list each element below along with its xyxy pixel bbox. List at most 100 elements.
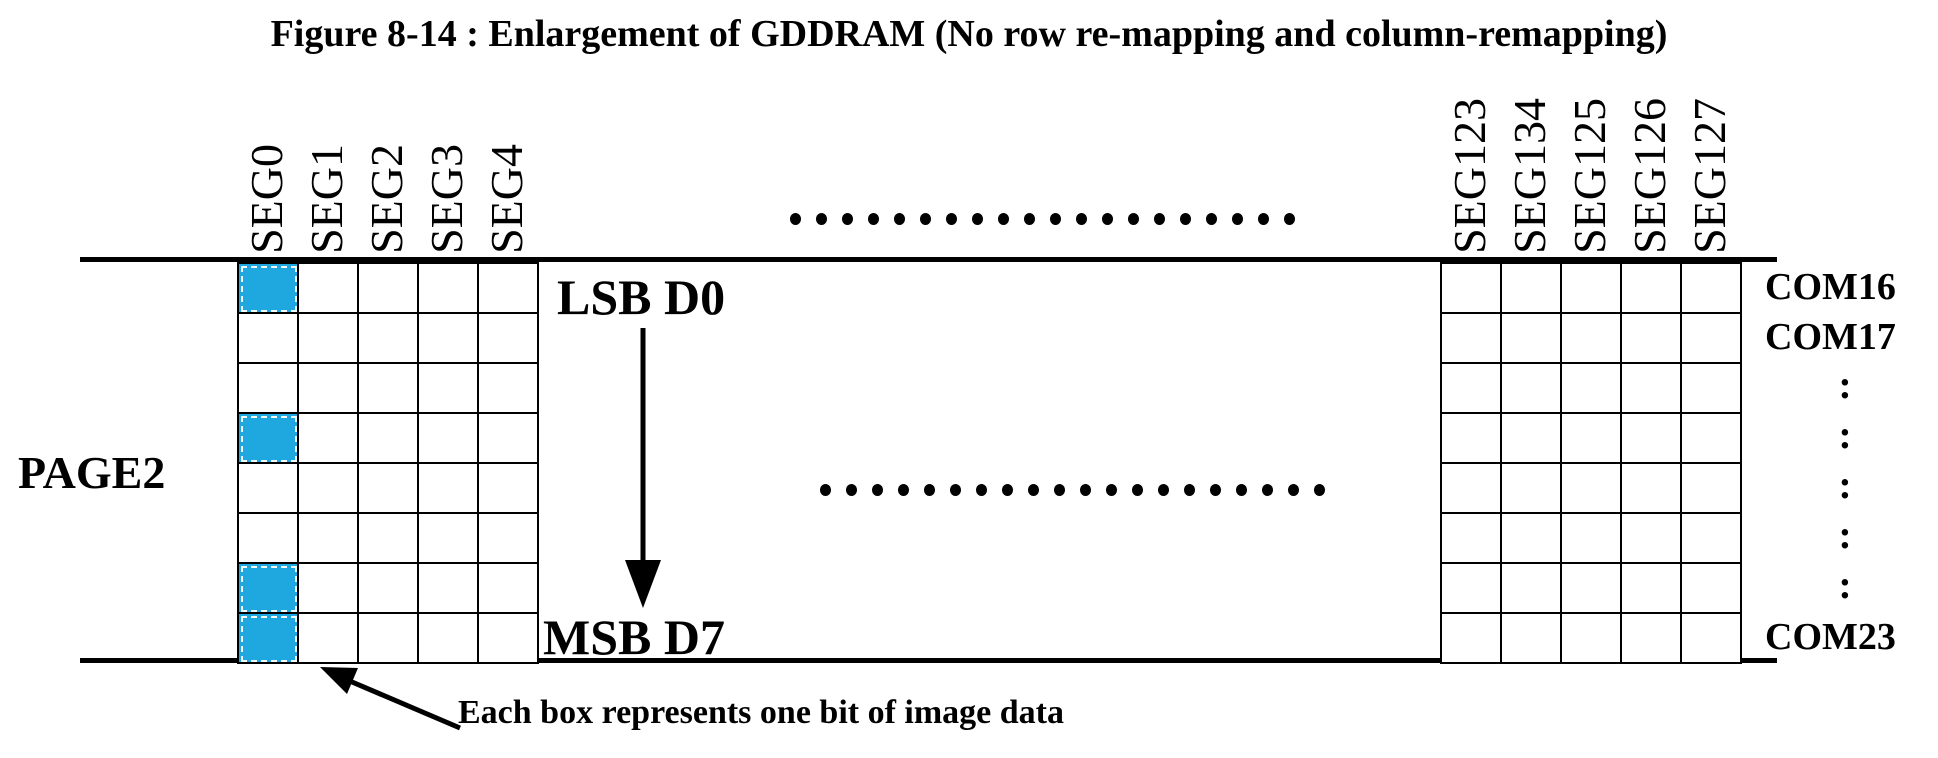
seg-label-text: SEG134 bbox=[1504, 98, 1555, 254]
bit-cell bbox=[1682, 364, 1742, 414]
com-label: COM17 bbox=[1765, 316, 1896, 358]
bit-cell bbox=[1502, 514, 1562, 564]
bit-cell bbox=[1622, 614, 1682, 664]
bit-cell bbox=[1622, 414, 1682, 464]
bit-cell bbox=[1502, 264, 1562, 314]
bit-cell bbox=[299, 614, 359, 664]
ellipsis-dot bbox=[1262, 484, 1273, 496]
bit-cell bbox=[1682, 614, 1742, 664]
seg-label: SEG125 bbox=[1560, 0, 1620, 256]
bit-cell bbox=[359, 414, 419, 464]
bit-cell bbox=[1682, 264, 1742, 314]
com-ellipsis: : bbox=[1838, 362, 1852, 407]
bit-cell bbox=[1442, 314, 1502, 364]
bit-cell bbox=[1682, 314, 1742, 364]
bit-cell bbox=[1562, 514, 1622, 564]
ellipsis-dot bbox=[950, 484, 961, 496]
bit-cell bbox=[239, 464, 299, 514]
ellipsis-dot bbox=[1158, 484, 1169, 496]
seg-label: SEG123 bbox=[1440, 0, 1500, 256]
seg-label-text: SEG0 bbox=[241, 144, 292, 254]
seg-label-text: SEG2 bbox=[361, 144, 412, 254]
bit-cell bbox=[419, 614, 479, 664]
ellipsis-dot bbox=[868, 213, 879, 225]
bit-cell bbox=[1442, 264, 1502, 314]
bit-cell bbox=[359, 514, 419, 564]
bit-cell bbox=[359, 364, 419, 414]
seg-label-text: SEG3 bbox=[421, 144, 472, 254]
ellipsis-dot bbox=[976, 484, 987, 496]
ellipsis-dots-top bbox=[790, 213, 1295, 225]
bit-cell bbox=[419, 464, 479, 514]
seg-label: SEG1 bbox=[297, 0, 357, 256]
ellipsis-dot bbox=[1080, 484, 1091, 496]
bit-cell bbox=[1562, 464, 1622, 514]
msb-d7-label: MSB D7 bbox=[543, 609, 725, 665]
bit-cell bbox=[1502, 364, 1562, 414]
bit-cell bbox=[1442, 414, 1502, 464]
bit-cell bbox=[479, 264, 539, 314]
bit-cell-filled bbox=[239, 264, 299, 314]
ellipsis-dot bbox=[846, 484, 857, 496]
ellipsis-dot bbox=[1288, 484, 1299, 496]
bit-cell bbox=[239, 364, 299, 414]
ellipsis-dot bbox=[1232, 213, 1243, 225]
seg-label-text: SEG125 bbox=[1564, 98, 1615, 254]
bit-cell bbox=[479, 514, 539, 564]
bit-cell bbox=[419, 414, 479, 464]
ellipsis-dot bbox=[972, 213, 983, 225]
bit-cell bbox=[299, 564, 359, 614]
bit-cell bbox=[1562, 314, 1622, 364]
bit-cell bbox=[479, 364, 539, 414]
ellipsis-dot bbox=[790, 213, 801, 225]
bit-cell bbox=[1622, 464, 1682, 514]
ellipsis-dot bbox=[1314, 484, 1325, 496]
bit-cell bbox=[479, 614, 539, 664]
bit-cell bbox=[1562, 264, 1622, 314]
com-ellipsis: : bbox=[1838, 562, 1852, 607]
com-ellipsis: : bbox=[1838, 512, 1852, 557]
ellipsis-dot bbox=[898, 484, 909, 496]
ellipsis-dot bbox=[872, 484, 883, 496]
ellipsis-dot bbox=[1028, 484, 1039, 496]
bit-cell bbox=[419, 564, 479, 614]
bit-cell bbox=[1682, 464, 1742, 514]
bit-cell bbox=[1682, 564, 1742, 614]
ellipsis-dot bbox=[1102, 213, 1113, 225]
bit-cell bbox=[479, 564, 539, 614]
bit-cell bbox=[359, 614, 419, 664]
bit-cell bbox=[1622, 264, 1682, 314]
bit-cell bbox=[239, 314, 299, 364]
bit-cell bbox=[1442, 514, 1502, 564]
ellipsis-dot bbox=[816, 213, 827, 225]
right-bit-grid bbox=[1440, 262, 1742, 664]
bit-cell bbox=[1682, 414, 1742, 464]
seg-label: SEG2 bbox=[357, 0, 417, 256]
seg-label: SEG4 bbox=[477, 0, 537, 256]
ellipsis-dot bbox=[1184, 484, 1195, 496]
bit-cell bbox=[1502, 614, 1562, 664]
seg-label: SEG127 bbox=[1680, 0, 1740, 256]
seg-label-text: SEG123 bbox=[1444, 98, 1495, 254]
bit-cell bbox=[1502, 314, 1562, 364]
seg-label: SEG134 bbox=[1500, 0, 1560, 256]
bit-cell bbox=[239, 514, 299, 564]
bit-cell bbox=[299, 414, 359, 464]
figure-title: Figure 8-14 : Enlargement of GDDRAM (No … bbox=[270, 13, 1668, 55]
ellipsis-dot bbox=[1258, 213, 1269, 225]
bit-cell bbox=[359, 464, 419, 514]
bit-cell bbox=[1622, 564, 1682, 614]
bit-cell bbox=[1502, 564, 1562, 614]
ellipsis-dot bbox=[1054, 484, 1065, 496]
bit-cell bbox=[299, 514, 359, 564]
bit-cell bbox=[359, 314, 419, 364]
bit-cell bbox=[1622, 364, 1682, 414]
bit-cell bbox=[1622, 314, 1682, 364]
bit-cell bbox=[1442, 364, 1502, 414]
ellipsis-dot bbox=[924, 484, 935, 496]
ellipsis-dot bbox=[920, 213, 931, 225]
ellipsis-dot bbox=[1050, 213, 1061, 225]
